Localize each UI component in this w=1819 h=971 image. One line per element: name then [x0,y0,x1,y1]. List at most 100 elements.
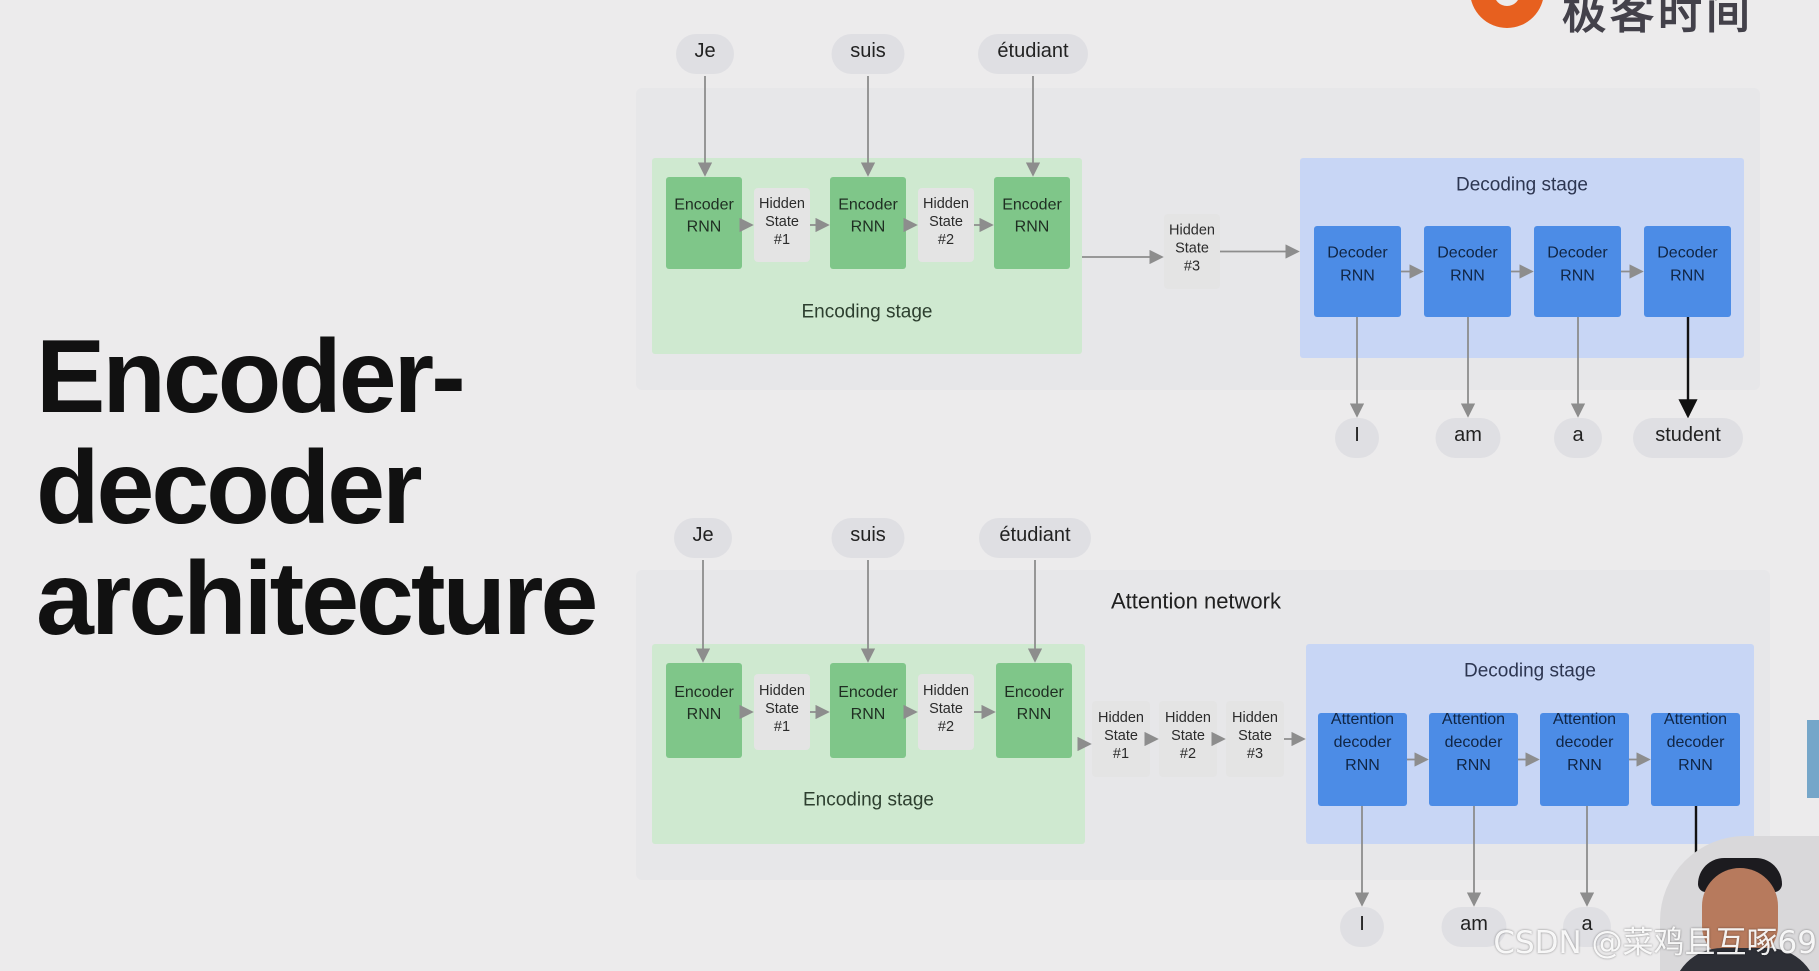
top-input-token-3-chip [978,34,1088,74]
top-input-token-2-chip [831,34,905,74]
top-handoff-state-1-line: State [1175,241,1209,257]
top-encoder-2 [830,177,906,269]
top-decoder-label-2-line: RNN [1450,268,1485,285]
top-output-token-1-line: I [1354,424,1360,446]
bottom-encoder-hidden-state-2-line: Hidden [923,683,969,699]
bottom-handoff-state-2-box [1159,701,1217,777]
attention-network-label-line: Attention network [1111,589,1282,614]
attention-network-label: Attention network [1111,589,1282,614]
top-decoder-label-3-line: Decoder [1547,245,1608,262]
bottom-input-token-2-line: suis [850,524,886,546]
bottom-handoff-state-1-line: Hidden [1098,710,1144,726]
logo-text: 极客时间 [1562,0,1754,39]
bottom-decoder-label-1-line: decoder [1334,734,1392,751]
top-input-token-1: Je [694,40,715,62]
bottom-encoder-label-3-line: Encoder [1004,684,1064,701]
bottom-handoff-state-3-line: #3 [1247,746,1263,762]
bottom-encoding-stage-label-line: Encoding stage [803,790,934,811]
top-output-token-1-chip [1335,418,1379,458]
top-output-token-3: a [1572,424,1584,446]
top-input-token-3: étudiant [997,40,1069,62]
bottom-decoder-label-1-line: Attention [1331,711,1394,728]
bottom-decoder-2 [1429,713,1518,806]
top-output-token-4-line: student [1655,424,1721,446]
top-encoder-label-1-line: Encoder [674,197,734,214]
top-input-token-3-line: étudiant [997,40,1069,62]
bottom-input-token-3-line: étudiant [999,524,1071,546]
top-encoder-hidden-state-1-line: State [765,214,799,230]
bottom-decoder-3 [1540,713,1629,806]
bottom-input-token-3-chip [979,518,1091,558]
top-output-token-2-chip [1435,418,1501,458]
top-decoder-3 [1534,226,1621,317]
webcam-photo [1660,836,1819,971]
top-input-token-1-chip [676,34,734,74]
bottom-handoff-state-3-line: Hidden [1232,710,1278,726]
top-encoder-hidden-state-2-box [918,188,974,262]
top-decoding-stage-label-line: Decoding stage [1456,175,1588,196]
bottom-decoding-stage-label-line: Decoding stage [1464,661,1596,682]
top-decoder-label-1-line: RNN [1340,268,1375,285]
bottom-output-token-1: I [1359,913,1365,935]
top-encoder-hidden-state-2-line: #2 [938,232,954,248]
bottom-encoding-stage-label: Encoding stage [803,790,934,811]
bottom-decoder-label-1-line: RNN [1345,757,1380,774]
bottom-input-token-3: étudiant [999,524,1071,546]
edge-thumbnail-strip [1807,720,1819,798]
bottom-output-token-2: am [1460,913,1488,935]
top-output-token-4-chip [1633,418,1743,458]
bottom-encoder-label-1-line: RNN [687,706,722,723]
bottom-output-token-2-line: am [1460,913,1488,935]
bottom-handoff-state-2-line: #2 [1180,746,1196,762]
bottom-handoff-state-3-line: State [1238,728,1272,744]
bottom-encoder-1 [666,663,742,758]
top-encoding-stage-label-line: Encoding stage [802,302,933,323]
bottom-encoder-hidden-state-1-line: State [765,701,799,717]
top-handoff-state-1-line: #3 [1184,259,1200,275]
top-encoder-1 [666,177,742,269]
bottom-decoding-stage-label: Decoding stage [1464,661,1596,682]
top-output-token-2-line: am [1454,424,1482,446]
bottom-decoder-label-3-line: Attention [1553,711,1616,728]
bottom-output-token-1-line: I [1359,913,1365,935]
top-decoder-4 [1644,226,1731,317]
top-decoder-label-4-line: Decoder [1657,245,1718,262]
bottom-decoding-stage [1306,644,1754,844]
top-encoder-hidden-state-1-box [754,188,810,262]
title-line-2: decoder [36,430,423,546]
bottom-handoff-state-1-line: #1 [1113,746,1129,762]
top-encoder-hidden-state-1-line: #1 [774,232,790,248]
top-decoder-1 [1314,226,1401,317]
bottom-encoder-2 [830,663,906,758]
top-output-token-4: student [1655,424,1721,446]
bottom-input-token-1-chip [674,518,732,558]
top-decoder-label-4-line: RNN [1670,268,1705,285]
top-encoder-3 [994,177,1070,269]
top-encoder-label-2-line: Encoder [838,197,898,214]
top-handoff-state-1-line: Hidden [1169,223,1215,239]
slide-title: Encoder- decoder architecture [36,322,636,655]
top-decoding-stage-label: Decoding stage [1456,175,1588,196]
top-output-token-2: am [1454,424,1482,446]
bottom-decoder-label-2-line: decoder [1445,734,1503,751]
top-handoff-state-1-box [1164,214,1220,289]
bottom-encoder-hidden-state-2-line: #2 [938,719,954,735]
top-input-token-1-line: Je [694,40,715,62]
bottom-output-token-3-chip [1563,907,1611,947]
